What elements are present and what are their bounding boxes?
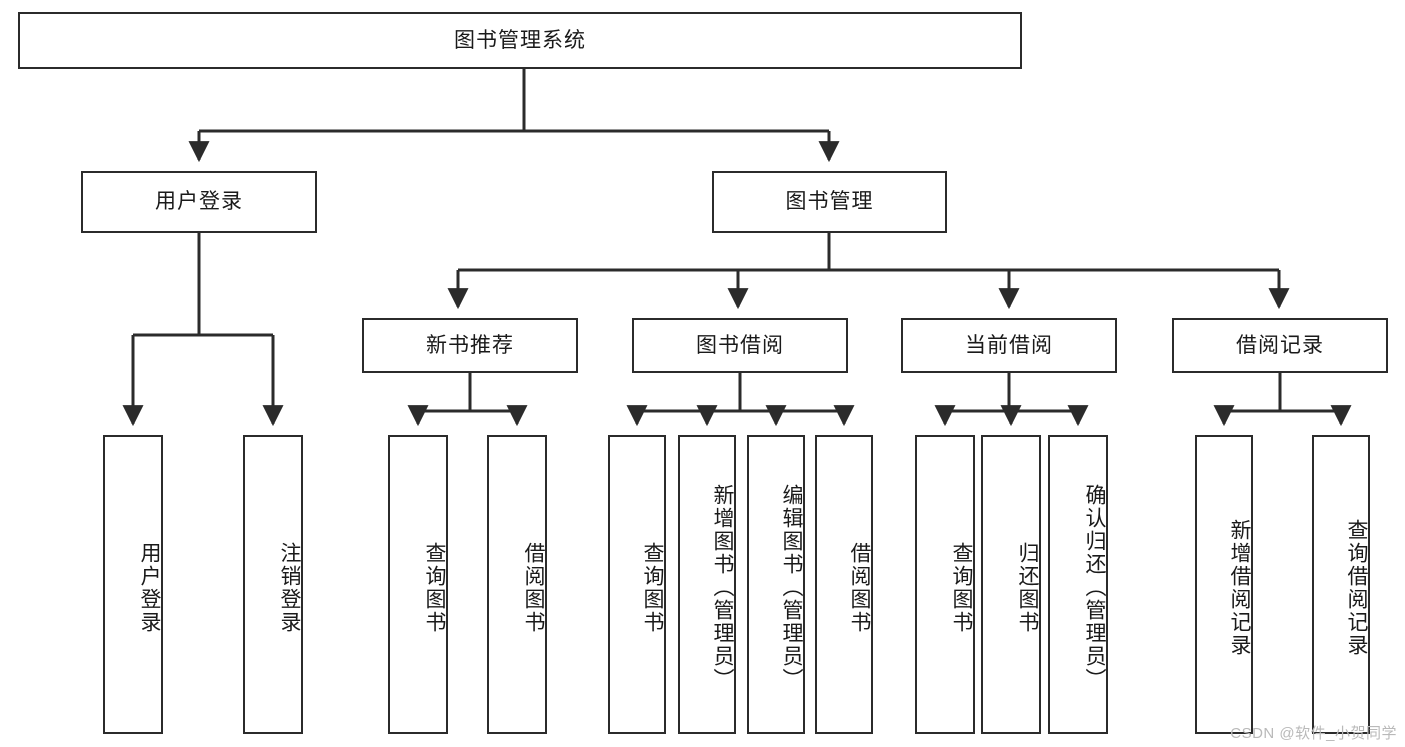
leaf-borrow-books-rec[interactable]: 借阅图书 <box>487 435 547 734</box>
leaf-confirm-return-admin[interactable]: 确认归还（管理员） <box>1048 435 1108 734</box>
node-new-book-recommendation[interactable]: 新书推荐 <box>362 318 578 373</box>
leaf-edit-book-admin-label: 编辑图书（管理员） <box>780 484 803 691</box>
leaf-add-book-admin-label: 新增图书（管理员） <box>711 484 734 691</box>
leaf-edit-book-admin[interactable]: 编辑图书（管理员） <box>747 435 805 734</box>
node-book-management[interactable]: 图书管理 <box>712 171 947 233</box>
leaf-confirm-return-admin-label: 确认归还（管理员） <box>1083 484 1106 691</box>
node-user-login[interactable]: 用户登录 <box>81 171 317 233</box>
node-user-login-label: 用户登录 <box>155 190 243 214</box>
leaf-query-books-current-label: 查询图书 <box>950 541 973 634</box>
node-current-borrow-label: 当前借阅 <box>965 333 1053 357</box>
node-current-borrow[interactable]: 当前借阅 <box>901 318 1117 373</box>
node-borrow-records-label: 借阅记录 <box>1236 333 1324 357</box>
leaf-query-borrow-record[interactable]: 查询借阅记录 <box>1312 435 1370 734</box>
leaf-query-books-rec[interactable]: 查询图书 <box>388 435 448 734</box>
leaf-add-borrow-record[interactable]: 新增借阅记录 <box>1195 435 1253 734</box>
leaf-return-book[interactable]: 归还图书 <box>981 435 1041 734</box>
leaf-query-books-rec-label: 查询图书 <box>423 541 446 634</box>
node-book-borrow-label: 图书借阅 <box>696 333 784 357</box>
watermark: CSDN @软件_小贺同学 <box>1230 725 1397 742</box>
node-book-borrow[interactable]: 图书借阅 <box>632 318 848 373</box>
leaf-borrow-books-rec-label: 借阅图书 <box>522 541 545 634</box>
leaf-return-book-label: 归还图书 <box>1016 541 1039 634</box>
node-root-label: 图书管理系统 <box>454 28 586 52</box>
leaf-query-books-current[interactable]: 查询图书 <box>915 435 975 734</box>
node-book-management-label: 图书管理 <box>785 190 874 214</box>
leaf-user-login-label: 用户登录 <box>138 541 161 634</box>
node-borrow-records[interactable]: 借阅记录 <box>1172 318 1388 373</box>
leaf-add-book-admin[interactable]: 新增图书（管理员） <box>678 435 736 734</box>
leaf-borrow-book-label: 借阅图书 <box>848 541 871 634</box>
leaf-query-books-borrow[interactable]: 查询图书 <box>608 435 666 734</box>
node-root[interactable]: 图书管理系统 <box>18 12 1022 69</box>
leaf-user-login[interactable]: 用户登录 <box>103 435 163 734</box>
leaf-borrow-book[interactable]: 借阅图书 <box>815 435 873 734</box>
leaf-logout-label: 注销登录 <box>278 541 301 634</box>
leaf-query-books-borrow-label: 查询图书 <box>641 541 664 634</box>
leaf-query-borrow-record-label: 查询借阅记录 <box>1345 518 1368 657</box>
leaf-add-borrow-record-label: 新增借阅记录 <box>1228 518 1251 657</box>
node-new-book-recommendation-label: 新书推荐 <box>426 333 514 357</box>
leaf-logout[interactable]: 注销登录 <box>243 435 303 734</box>
